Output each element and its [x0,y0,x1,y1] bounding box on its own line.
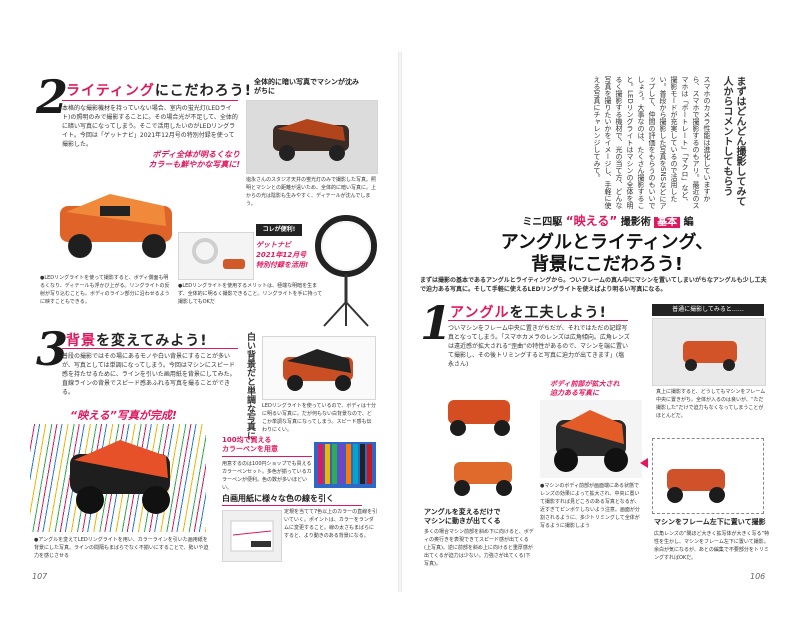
angle-title: アングルを変えるだけで マシンに動きが出てくる [424,508,501,525]
center-photo-pink-caption: ボディ前部が拡大され 迫力ある写真に [550,380,620,397]
convenient-badge: コレが便利! [256,224,302,236]
dark-photo-caption: 全体的に暗い写真でマシンが沈みがちに [254,78,359,95]
section-2-title-accent: ライティング [66,83,155,99]
section-2-underline [62,100,238,101]
car-icon [60,194,172,258]
normal-shot-label: 普通に撮影してみると…… [652,304,764,316]
getnavi-caption: ゲットナビ 2021年12月号 特別付録を活用! [256,241,309,269]
angle-up-photo [424,384,532,442]
closeup-car-photo [540,400,642,478]
car-icon [70,440,170,514]
series-accent: “映える” [565,214,618,228]
completed-photo-pink-caption: “映える”写真が完成! [70,409,177,422]
dark-photo-small-caption: 塩永さんのスタジオ天井の蛍光灯のみで撮影した写真。照明とマシンとの距離が遠いため… [246,177,377,207]
car-icon [273,119,349,161]
car-icon [283,349,353,391]
series-heading: ミニ四駆 “映える” 撮影術 基本 編 [508,214,708,230]
page-number-left: 107 [32,572,48,581]
lead-text: まずは撮影の基本であるアングルとライティングから。ついフレームの真ん中にマシンを… [420,277,767,293]
section-3-number: 3 [36,322,69,376]
page-gutter [398,52,402,592]
section-1-title-rest: を工夫しよう! [509,305,607,321]
series-label: ミニ四駆 [522,217,563,228]
white-bg-car-photo [262,336,376,400]
series-rest: 撮影術 [620,217,651,228]
intro-vertical-title: まずはどんどん撮影してみて人からコメントしてもらう [721,76,745,206]
pen-title-underline [222,456,312,457]
section-3-underline [62,348,238,349]
series-badge: 基本 [654,217,681,228]
white-bg-vertical-caption: 白い背景だと単調な写真に [245,332,255,440]
frame-lower-left-photo [652,438,764,514]
paper-body: 定規を当てて7色以上のカラーの直線を引いていく。ポイントは、カラーをランダムに変… [284,509,378,539]
car-icon [448,400,510,436]
angle-body: 多くの場合マシン前部を斜め下に向けると、ボディの奥行きを表現できてスピード感が出… [424,529,534,567]
section-2-title: ライティングにこだわろう! [66,80,252,100]
arrow-left-icon [640,458,648,468]
ring-light-product [315,215,377,327]
color-pen-set-icon [314,442,376,488]
ring-light-caption: ●LEDリングライトを使用するメリットは、極端な明暗を生まず、全体的に明るく撮影… [178,283,323,305]
frame-body: 広角レンズの“隅ほど大きく拡写体が大きく写る”特性を生かし、マシンをフレーム左下… [654,531,770,561]
closeup-caption: ●マシンのボディ前部が画面端にある状態でレンズの効果によって拡大され、中央に置い… [540,483,640,529]
frame-title: マシンをフレーム左下に置いて撮影 [654,518,766,526]
white-bg-small-caption: LEDリングライトを使っているので、ボディは十分に明るい写真に。だが何もない白背… [262,403,376,433]
section-3-title: 背景を変えてみよう! [66,330,208,350]
bright-car-photo [30,176,202,268]
paper-title-underline [222,505,362,506]
section-3-title-rest: を変えてみよう! [96,333,208,349]
section-1-number: 1 [420,296,453,350]
pen-body: 用意するのは100円ショップでも買えるカラーペンセット。多色が揃っているカラーペ… [222,461,312,491]
section-2-body: 本格的な撮影機材を持っていない場合、室内の蛍光灯(LEDライト)の照明のみで撮影… [62,105,238,148]
section-3-title-accent: 背景 [66,333,96,349]
striped-background-car-photo [30,424,206,532]
section-1-body: ついマシンをフレーム中央に置きがちだが、それではただの記録写真となってしまう。「… [448,325,630,368]
main-title-line-2: 背景にこだわろう! [531,254,683,275]
car-icon [667,469,725,503]
normal-shot-caption: 真上に撮影すると、どうしてもマシンをフレーム中央に置きがち。全体が入るのは良いが… [656,389,766,419]
intro-vertical-body: スマホのカメラ性能は進化していますから、スマホで撮影するのもアリ。最近のスマホは… [593,76,711,210]
page-number-right: 106 [750,572,766,581]
car-icon [554,410,628,472]
paper-title: 白画用紙に様々な色の線を引く [222,494,334,503]
section-1-title-accent: アングル [450,305,510,321]
pen-title: 100均で買える カラーペンを用意 [222,436,278,453]
angle-down-photo [424,448,532,504]
section-2-number: 2 [36,70,69,124]
ring-light-inset-photo [178,232,254,280]
car-icon [683,341,737,371]
series-suffix: 編 [683,217,694,228]
bright-photo-caption: ●LEDリングライトを使って撮影すると、ボディ側面も明るくなり、ディテールも浮か… [40,275,170,305]
normal-shot-photo [652,318,766,386]
section-2-title-rest: にこだわろう! [154,83,252,99]
car-icon [454,462,512,496]
drawing-lines-photo [222,510,282,562]
completed-photo-caption: ●アングルを変えてLEDリングライトを用い、カラーラインを引いた画用紙を背景にし… [34,537,209,559]
section-3-body: 普段の撮影ではその場にあるモノや白い背景にすることが多いが、写真としては単調にな… [62,353,236,396]
ruler-icon [230,520,274,552]
main-title-line-1: アングルとライティング、 [500,232,714,253]
bright-photo-pink-caption: ボディ全体が明るくなり カラーも鮮やかな写真に! [148,150,240,169]
dark-car-photo [246,100,378,174]
ring-light-icon [192,238,245,269]
section-1-title: アングルを工夫しよう! [450,302,607,322]
section-1-underline [448,320,628,321]
